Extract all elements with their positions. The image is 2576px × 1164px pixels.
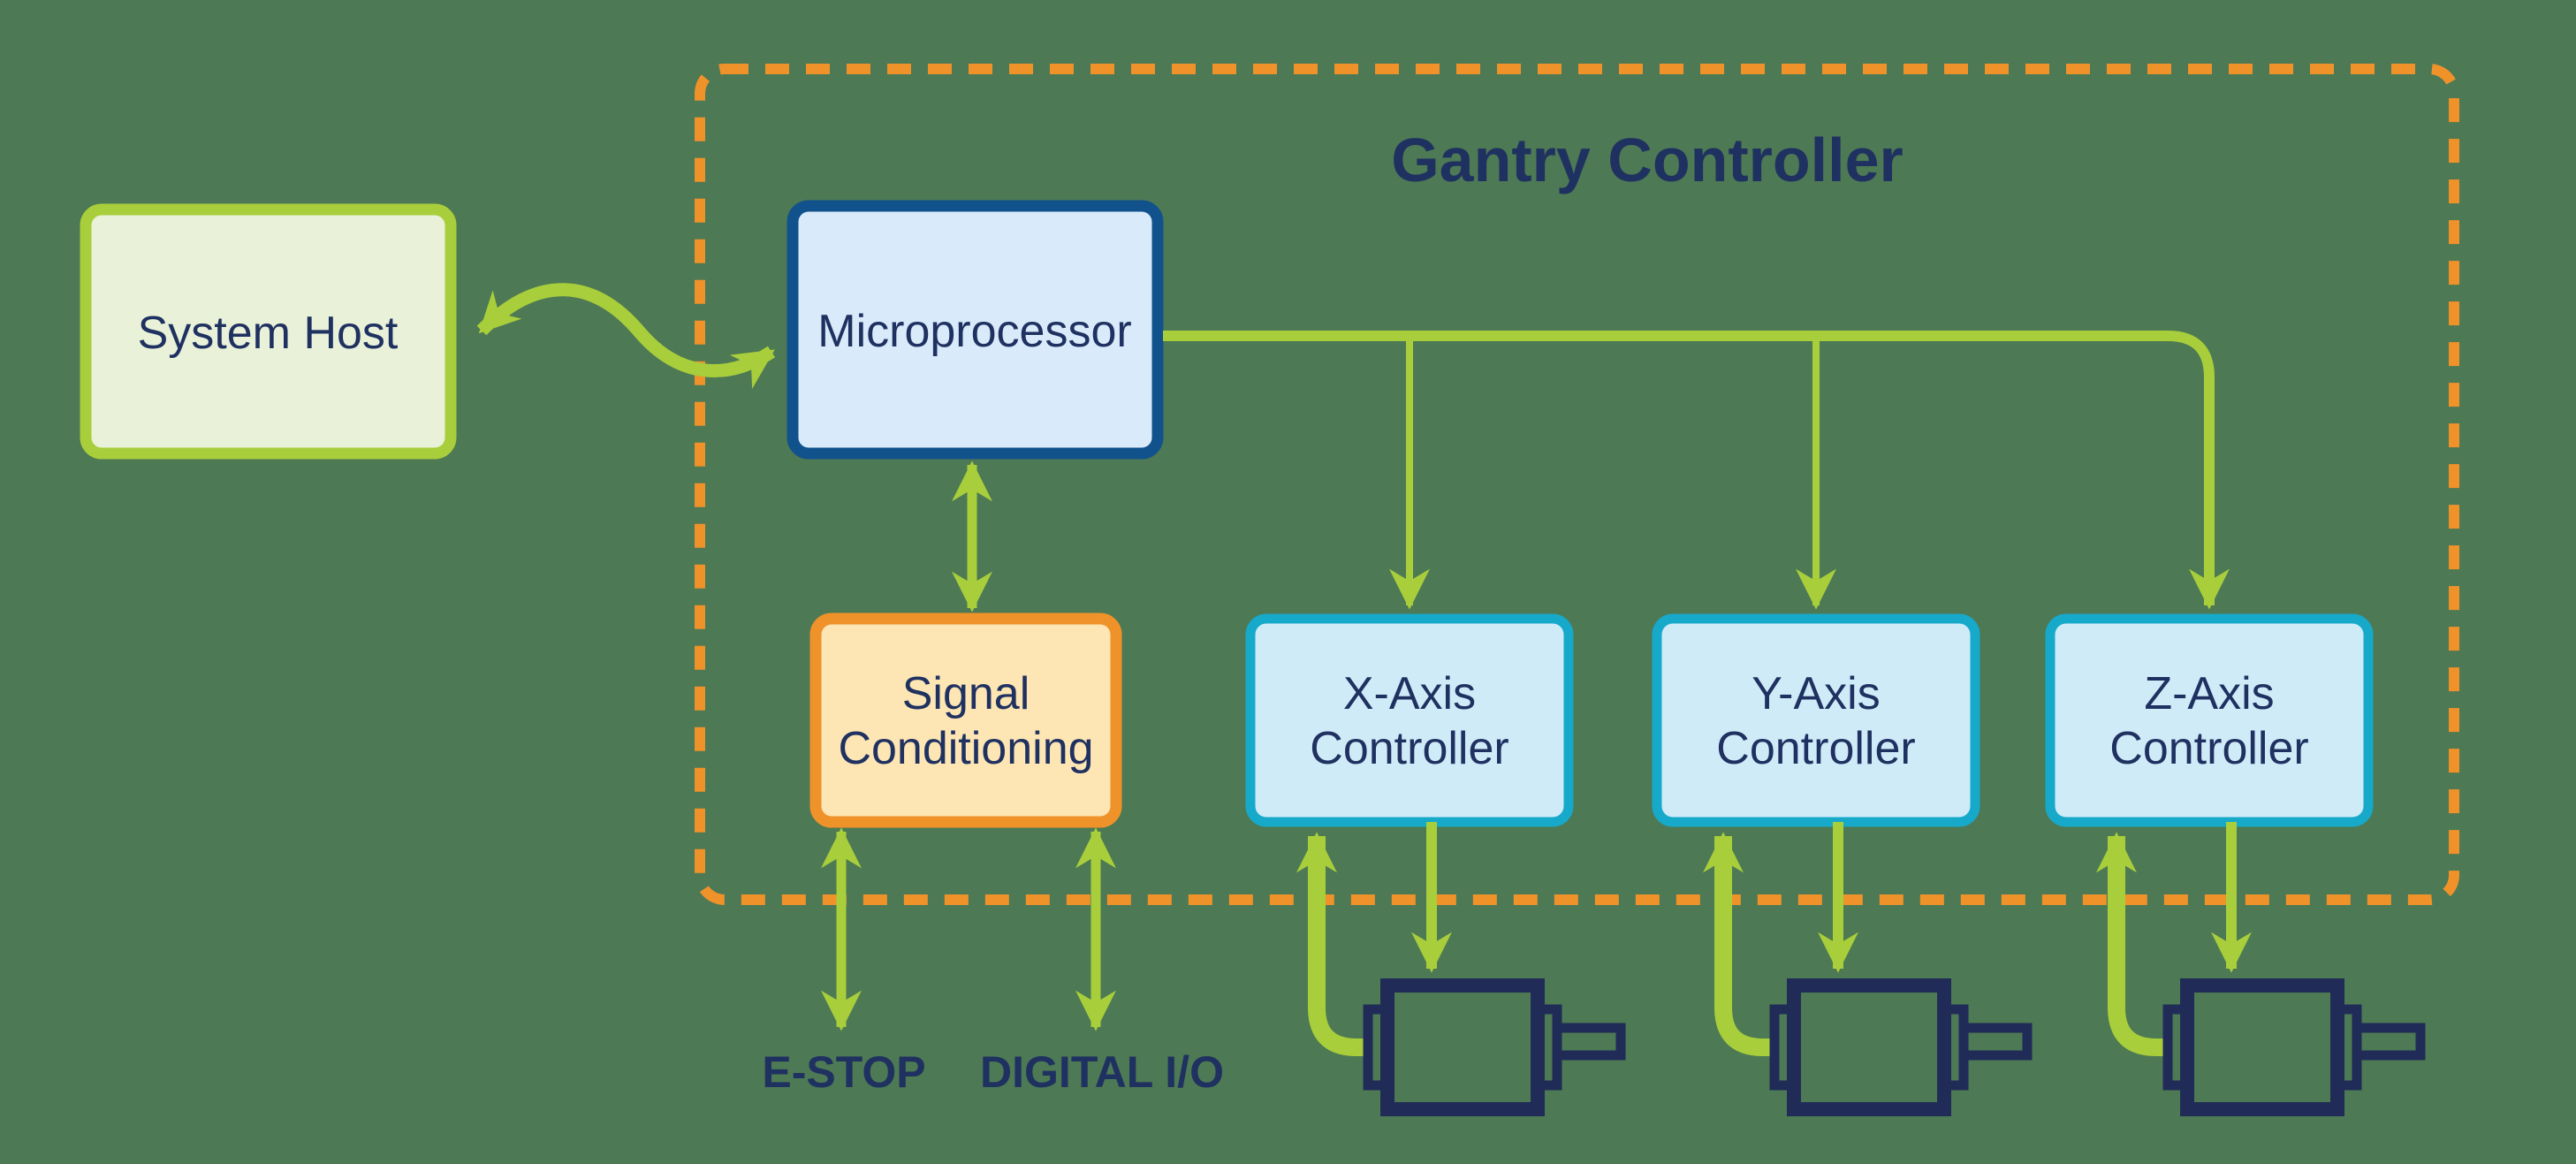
x-axis-motor-group: [1296, 822, 1626, 1116]
y-axis-controller-box: [1652, 613, 1980, 827]
x-axis-controller-label-line2: Controller: [1310, 723, 1508, 774]
microprocessor-node: Microprocessor: [786, 200, 1164, 460]
microprocessor-box: [786, 200, 1164, 460]
gantry-controller-boundary: [695, 64, 2459, 905]
signal-conditioning-box: [809, 612, 1122, 828]
microprocessor-label: Microprocessor: [817, 306, 1131, 357]
y-axis-controller-label-line2: Controller: [1716, 723, 1915, 774]
bus-line-to-z-axis: [1163, 331, 2230, 610]
y-motor-feedback-arrow: [1703, 832, 1775, 1056]
z-axis-controller-label-line1: Z-Axis: [2144, 668, 2274, 719]
x-axis-controller-box: [1245, 613, 1574, 827]
z-axis-controller-label-line2: Controller: [2109, 723, 2308, 774]
motor-icon: [1363, 978, 1626, 1116]
y-axis-controller-node: Y-Axis Controller: [1652, 613, 1980, 827]
estop-label: E-STOP: [762, 1047, 925, 1097]
signal-conditioning-label-line2: Conditioning: [838, 723, 1093, 774]
z-axis-motor-group: [2096, 822, 2426, 1116]
x-axis-controller-label-line1: X-Axis: [1343, 668, 1476, 719]
z-axis-controller-box: [2045, 613, 2374, 827]
diagram-title: Gantry Controller: [1391, 126, 1904, 194]
x-axis-controller-node: X-Axis Controller: [1245, 613, 1574, 827]
y-axis-motor-group: [1703, 822, 2033, 1116]
system-host-label: System Host: [138, 308, 399, 359]
x-motor-feedback-arrow: [1296, 832, 1369, 1056]
y-axis-controller-label-line1: Y-Axis: [1752, 668, 1880, 719]
motor-icon: [2162, 978, 2426, 1116]
motor-icon: [1769, 978, 2033, 1116]
z-axis-controller-node: Z-Axis Controller: [2045, 613, 2374, 827]
system-host-box: [80, 203, 457, 460]
z-motor-feedback-arrow: [2096, 832, 2169, 1056]
host-microprocessor-arrow: [476, 283, 776, 389]
signal-conditioning-node: Signal Conditioning: [809, 612, 1122, 828]
system-host-node: System Host: [80, 203, 457, 460]
signal-conditioning-label-line1: Signal: [902, 668, 1030, 719]
digital-io-label: DIGITAL I/O: [980, 1047, 1224, 1097]
